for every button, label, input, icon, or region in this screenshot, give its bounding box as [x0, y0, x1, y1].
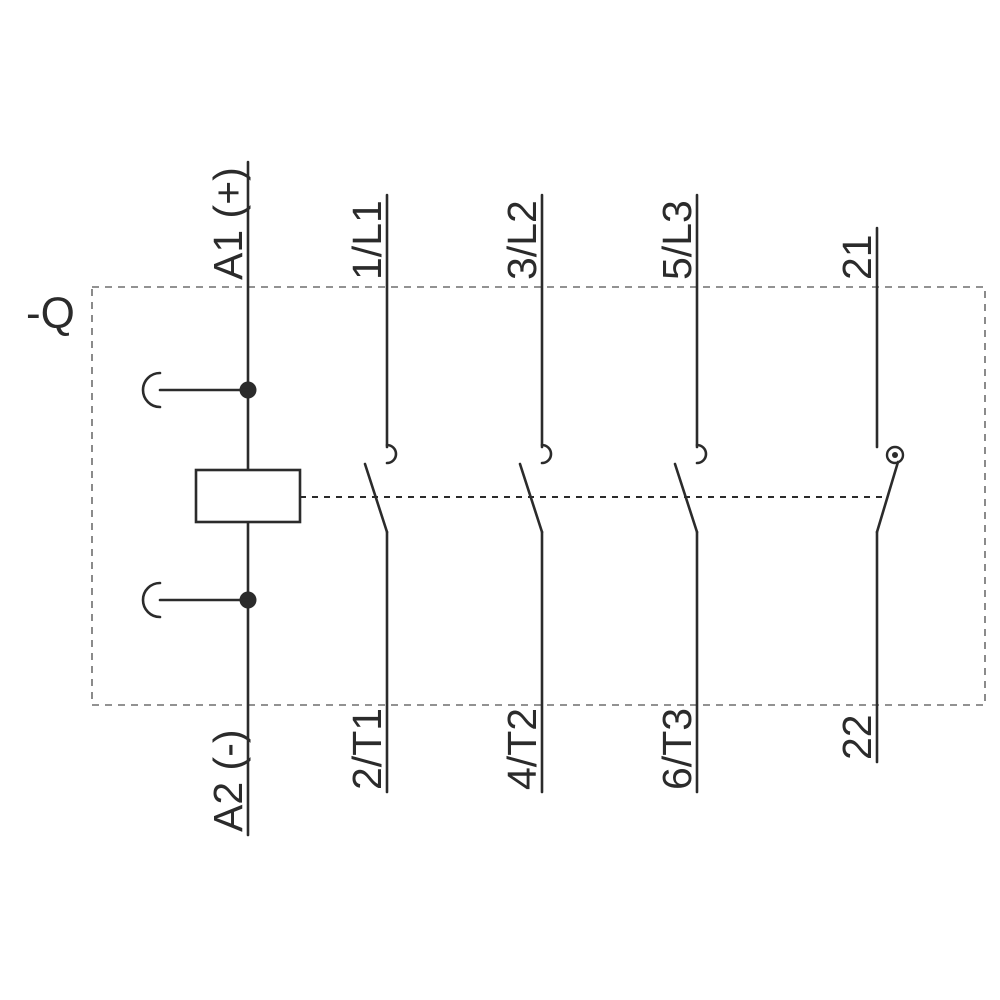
device-designation-label: -Q [26, 289, 75, 338]
main-pole-2: 3/L2 4/T2 [499, 193, 553, 794]
terminal-label-5l3: 5/L3 [654, 200, 700, 280]
terminal-label-4t2: 4/T2 [499, 708, 545, 790]
terminal-label-3l2: 3/L2 [499, 200, 545, 280]
pole-2-moving-contact [518, 462, 544, 534]
pole-1-fixed-contact-arc [385, 443, 398, 465]
pole-2-fixed-contact-arc [540, 443, 553, 465]
terminal-label-6t3: 6/T3 [654, 708, 700, 790]
terminal-label-2t1: 2/T1 [344, 708, 390, 790]
main-pole-1: 1/L1 2/T1 [344, 193, 398, 794]
device-boundary-box [91, 286, 986, 706]
aux-fixed-contact-ring [885, 445, 905, 465]
aux-fixed-contact-dot [892, 452, 898, 458]
coil-branch: A1 (+) A2 (-) [141, 160, 302, 837]
terminal-label-a1: A1 (+) [205, 167, 251, 280]
plug-socket-icon-a1 [141, 371, 162, 409]
coil-symbol [194, 468, 302, 524]
main-pole-3: 5/L3 6/T3 [654, 193, 708, 794]
terminal-label-21: 21 [834, 234, 880, 280]
pole-3-moving-contact [673, 462, 699, 534]
pole-1-moving-contact [363, 462, 389, 534]
aux-moving-contact [875, 460, 900, 534]
plug-socket-icon-a2 [141, 581, 162, 619]
terminal-label-1l1: 1/L1 [344, 200, 390, 280]
pole-3-fixed-contact-arc [695, 443, 708, 465]
terminal-label-22: 22 [834, 714, 880, 760]
terminal-label-a2: A2 (-) [205, 730, 251, 833]
auxiliary-contact: 21 22 [834, 226, 905, 764]
